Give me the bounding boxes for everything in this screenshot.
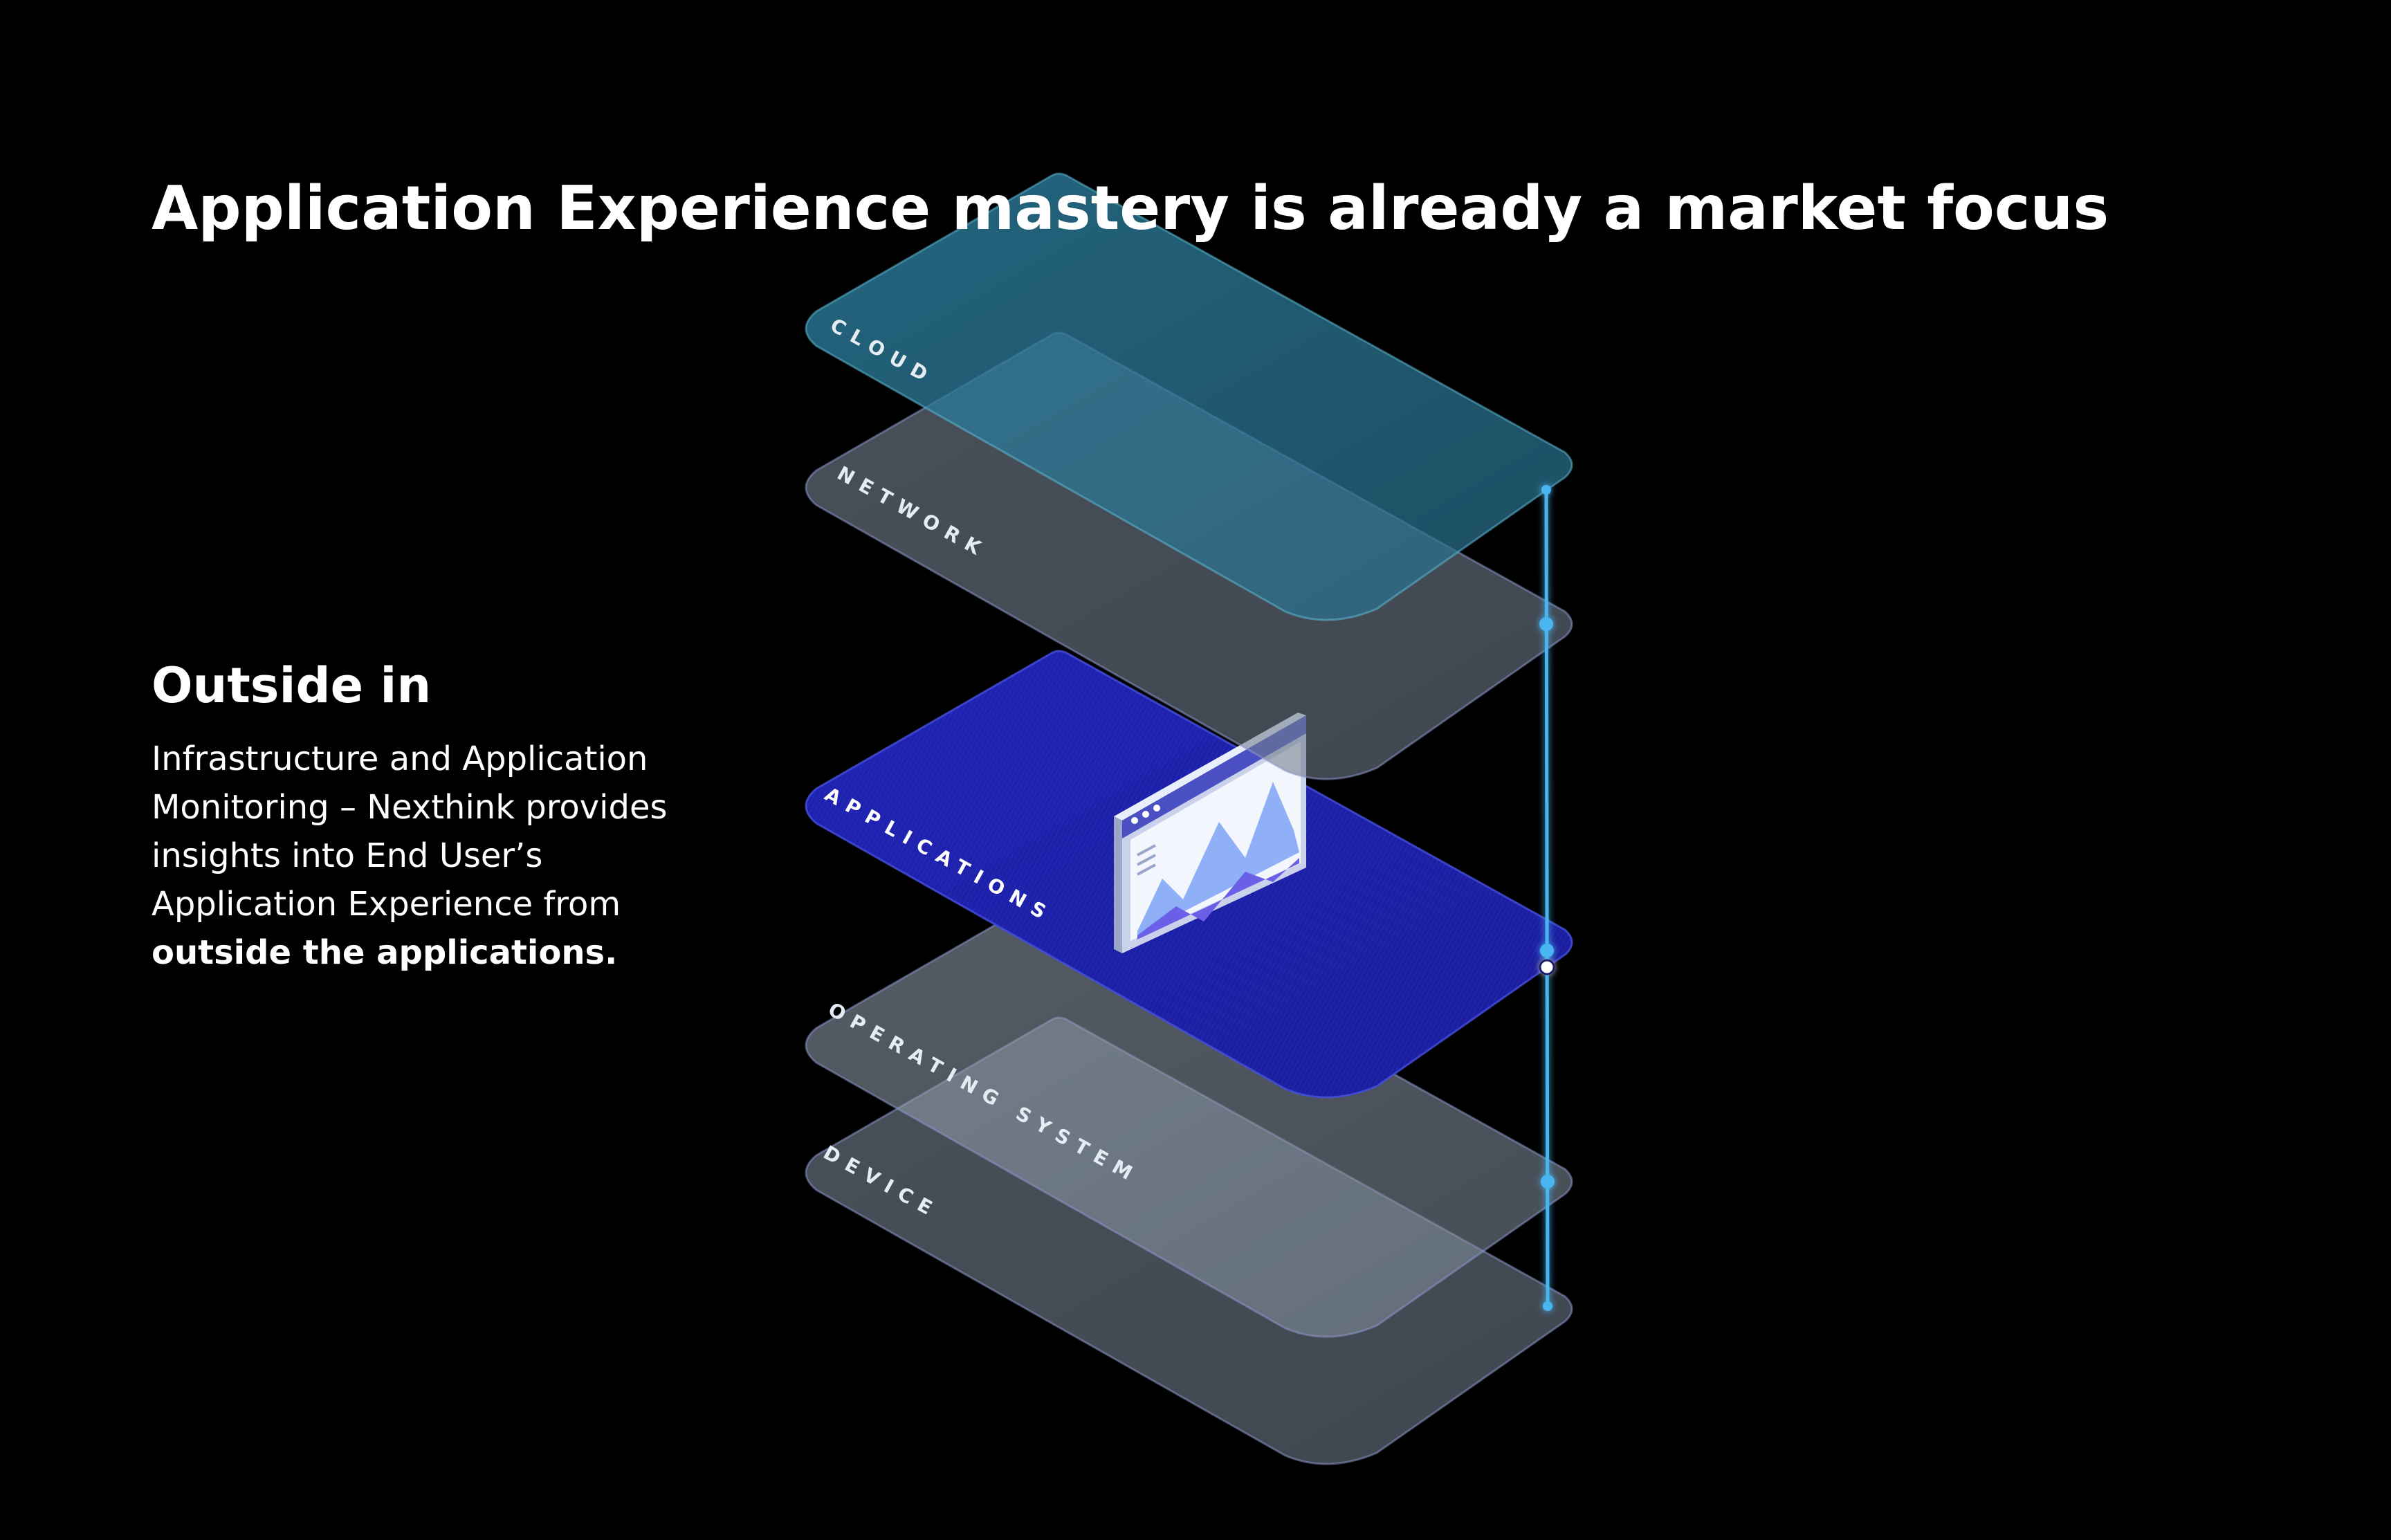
layer-plane-cloud xyxy=(805,172,1573,621)
side-body-line: insights into End User’s xyxy=(152,836,543,875)
connector-node-applications xyxy=(1540,944,1554,957)
side-panel: Outside in Infrastructure and Applicatio… xyxy=(152,657,760,977)
side-body-line: Application Experience from xyxy=(152,885,621,924)
connector-node-device xyxy=(1543,1301,1552,1311)
layer-connector xyxy=(1539,485,1555,1311)
side-heading: Outside in xyxy=(152,657,432,714)
connector-node-cloud xyxy=(1541,485,1551,495)
connector-node-active xyxy=(1539,959,1555,975)
side-body-line: Monitoring – Nexthink provides xyxy=(152,788,668,827)
side-body-line: Infrastructure and Application xyxy=(152,740,648,778)
side-body-bold: outside the applications. xyxy=(152,933,618,972)
connector-node-operating-system xyxy=(1541,1175,1555,1189)
side-body: Infrastructure and Application Monitorin… xyxy=(152,735,760,977)
slide-title: Application Experience mastery is alread… xyxy=(152,173,2109,244)
connector-node-network xyxy=(1539,617,1553,631)
